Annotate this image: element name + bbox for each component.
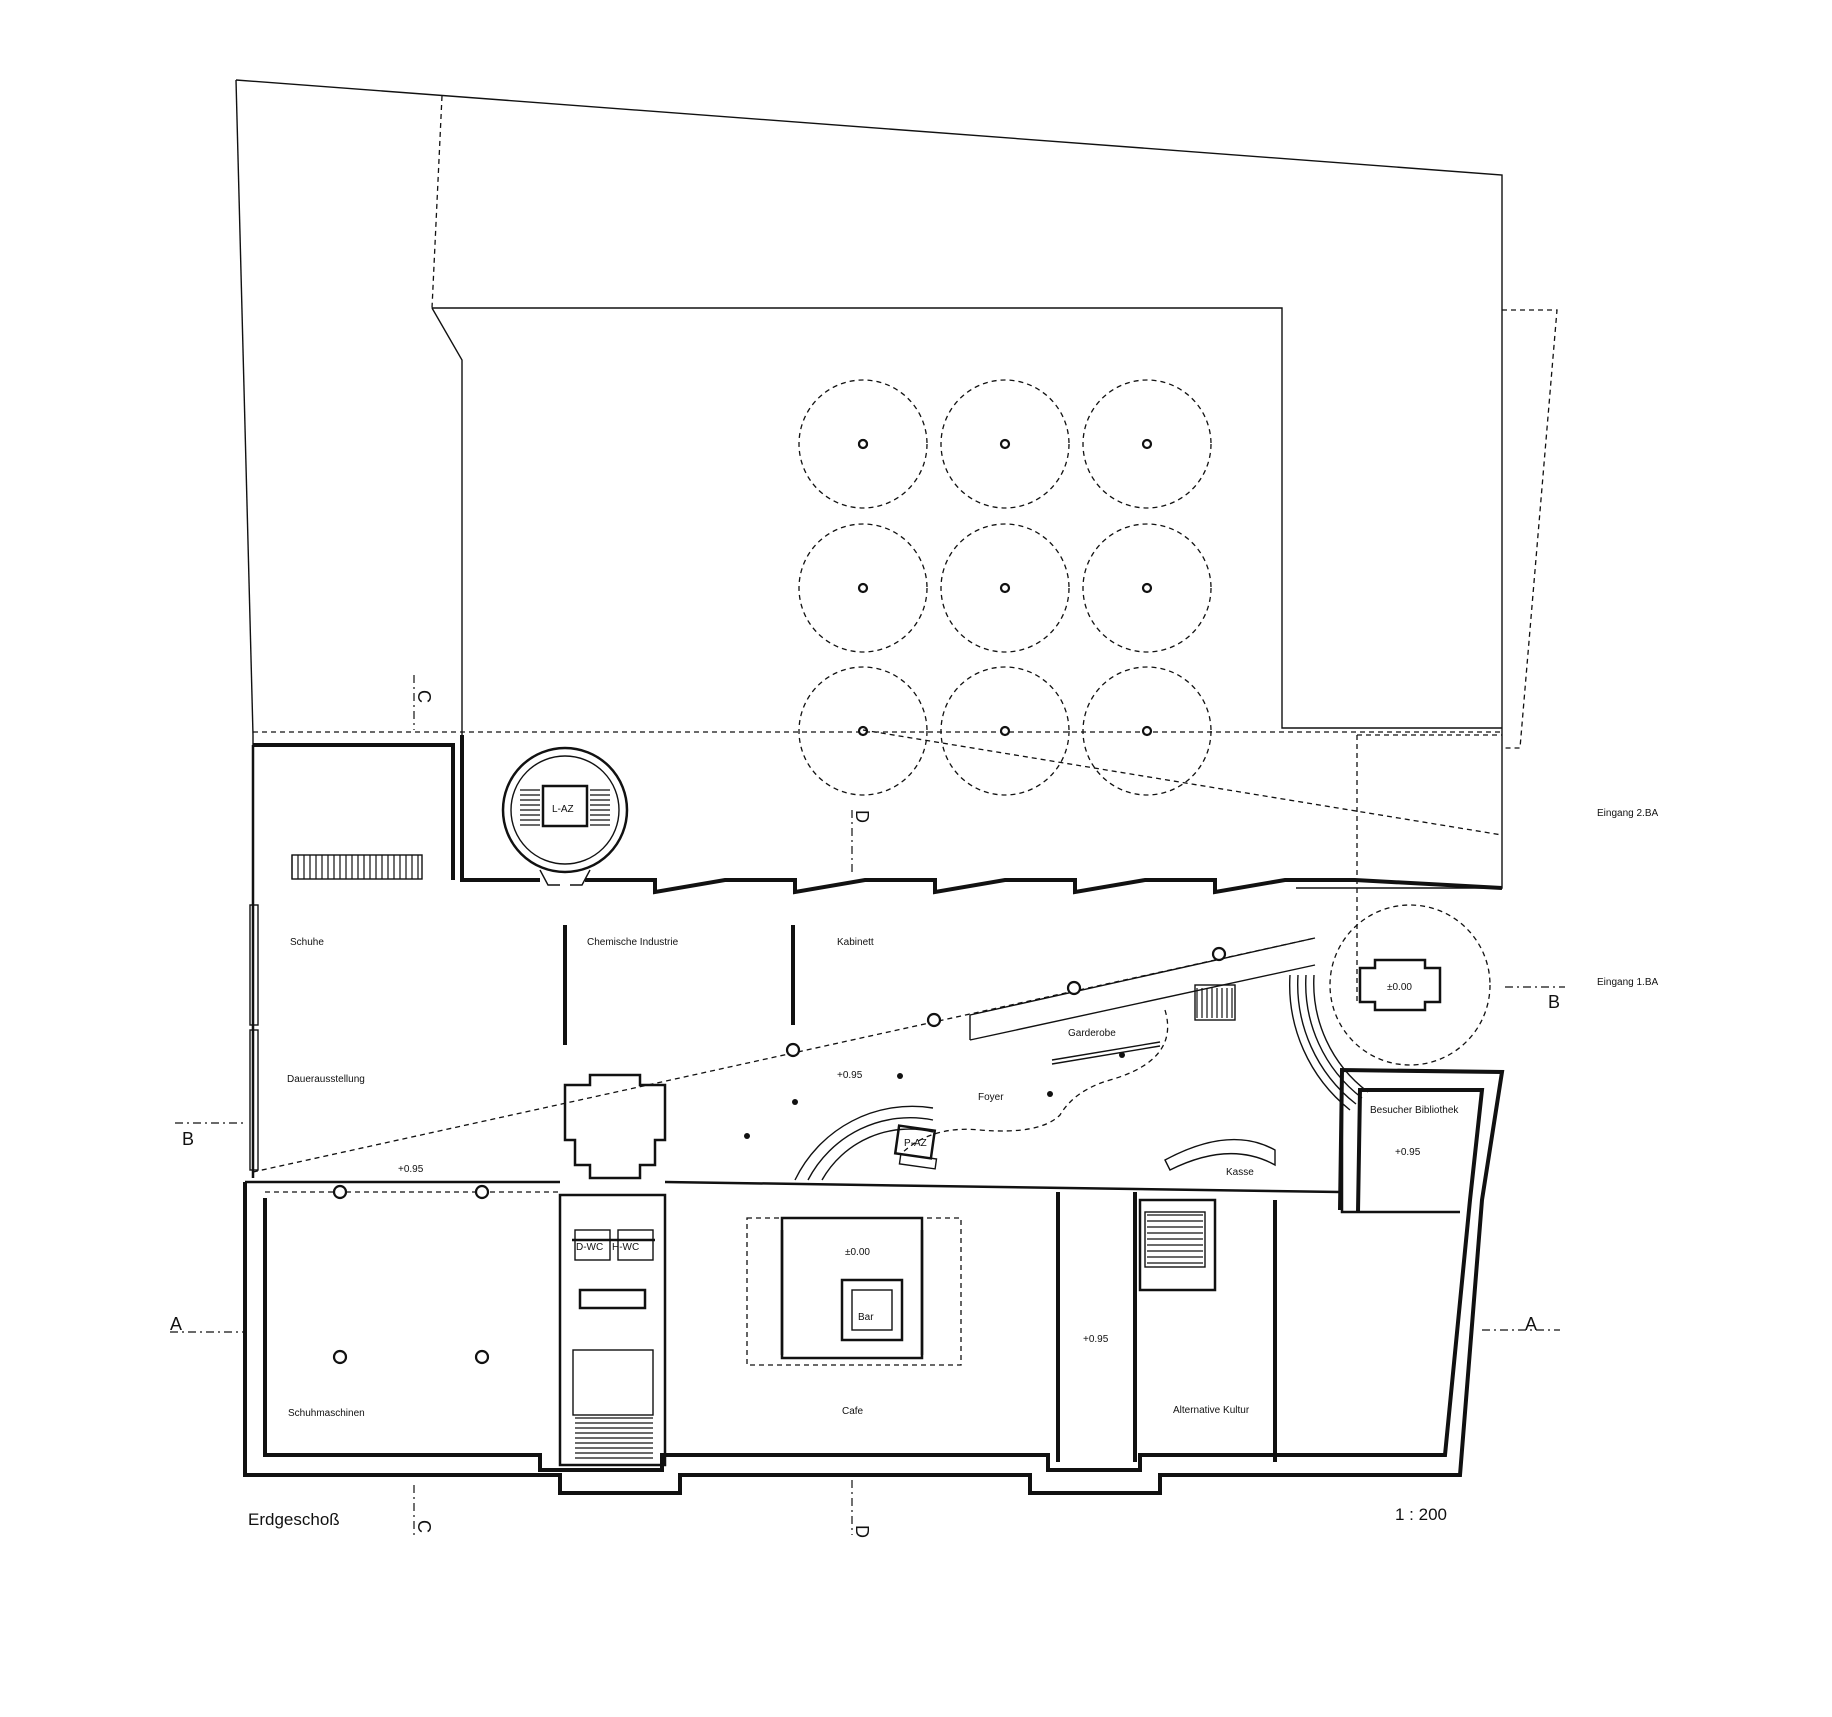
tank-grid — [798, 379, 1212, 796]
tank-center-1-2 — [1141, 582, 1153, 594]
room-schuhmaschinen: Schuhmaschinen — [288, 1408, 365, 1419]
garderobe — [899, 984, 1276, 1171]
tank-center-2-1 — [999, 725, 1011, 737]
level-rotunda: ±0.00 — [1387, 982, 1412, 993]
level-library: +0.95 — [1395, 1147, 1421, 1158]
tank-hall — [431, 307, 1502, 796]
room-besucher-bibliothek: Besucher Bibliothek — [1370, 1105, 1459, 1116]
room-d-wc: D-WC — [576, 1242, 603, 1253]
cafe-bar — [746, 1216, 962, 1366]
label-p-az: P-AZ — [904, 1138, 927, 1149]
section-c-bottom: C — [414, 1520, 434, 1533]
level-bar: ±0.00 — [845, 1247, 870, 1258]
tank-outline-0-2 — [1082, 379, 1212, 509]
round-stair — [501, 746, 629, 886]
level-west: +0.95 — [398, 1164, 424, 1175]
rotunda — [1288, 904, 1491, 1111]
tank-outline-1-2 — [1082, 523, 1212, 653]
wc-core — [558, 1073, 667, 1467]
west-wing — [249, 745, 795, 1178]
section-a-right: A — [1525, 1314, 1537, 1334]
tank-center-1-0 — [857, 582, 869, 594]
tank-center-0-2 — [1141, 438, 1153, 450]
room-bar: Bar — [858, 1312, 874, 1323]
tank-outline-2-2 — [1082, 666, 1212, 796]
main-building — [243, 1067, 1505, 1495]
room-kasse: Kasse — [1226, 1167, 1254, 1178]
section-d-bottom: D — [852, 1525, 872, 1538]
foyer-columns — [744, 946, 1227, 1139]
entrance-1-label: Eingang 1.BA — [1597, 977, 1658, 988]
library — [1340, 1070, 1460, 1214]
curved-stair — [794, 1105, 938, 1181]
section-c-top: C — [414, 690, 434, 703]
north-facade — [253, 735, 1503, 895]
level-corridor: +0.95 — [1083, 1334, 1109, 1345]
drawing-scale: 1 : 200 — [1395, 1505, 1447, 1524]
room-garderobe: Garderobe — [1068, 1028, 1116, 1039]
drawing-title: Erdgeschoß — [248, 1510, 340, 1529]
room-schuhe: Schuhe — [290, 937, 324, 948]
diagonal-lines — [252, 729, 1503, 1173]
site-outline — [235, 79, 1558, 1178]
section-b-left: B — [182, 1129, 194, 1149]
label-l-az: L-AZ — [552, 804, 574, 815]
tank-outline-1-0 — [798, 523, 928, 653]
room-foyer: Foyer — [978, 1092, 1004, 1103]
room-cafe: Cafe — [842, 1406, 864, 1417]
tank-center-0-1 — [999, 438, 1011, 450]
tank-center-1-1 — [999, 582, 1011, 594]
tank-center-2-2 — [1141, 725, 1153, 737]
room-alternative-kultur: Alternative Kultur — [1173, 1405, 1250, 1416]
level-foyer: +0.95 — [837, 1070, 863, 1081]
columns — [332, 438, 869, 1365]
tank-outline-2-1 — [940, 666, 1070, 796]
section-b-right: B — [1548, 992, 1560, 1012]
room-chemische-industrie: Chemische Industrie — [587, 937, 679, 948]
section-markers — [170, 675, 1565, 1535]
room-dauerausstellung: Dauerausstellung — [287, 1074, 365, 1085]
labels: Erdgeschoß 1 : 200 A A B B C C D D Einga… — [170, 690, 1658, 1538]
section-a-left: A — [170, 1314, 182, 1334]
room-kabinett: Kabinett — [837, 937, 874, 948]
tank-outline-2-0 — [798, 666, 928, 796]
tank-outline-0-1 — [940, 379, 1070, 509]
room-h-wc: H-WC — [612, 1242, 639, 1253]
section-d-top: D — [852, 810, 872, 823]
east-rooms — [1056, 1192, 1277, 1462]
tank-outline-1-1 — [940, 523, 1070, 653]
entrance-2-label: Eingang 2.BA — [1597, 808, 1658, 819]
tank-outline-0-0 — [798, 379, 928, 509]
